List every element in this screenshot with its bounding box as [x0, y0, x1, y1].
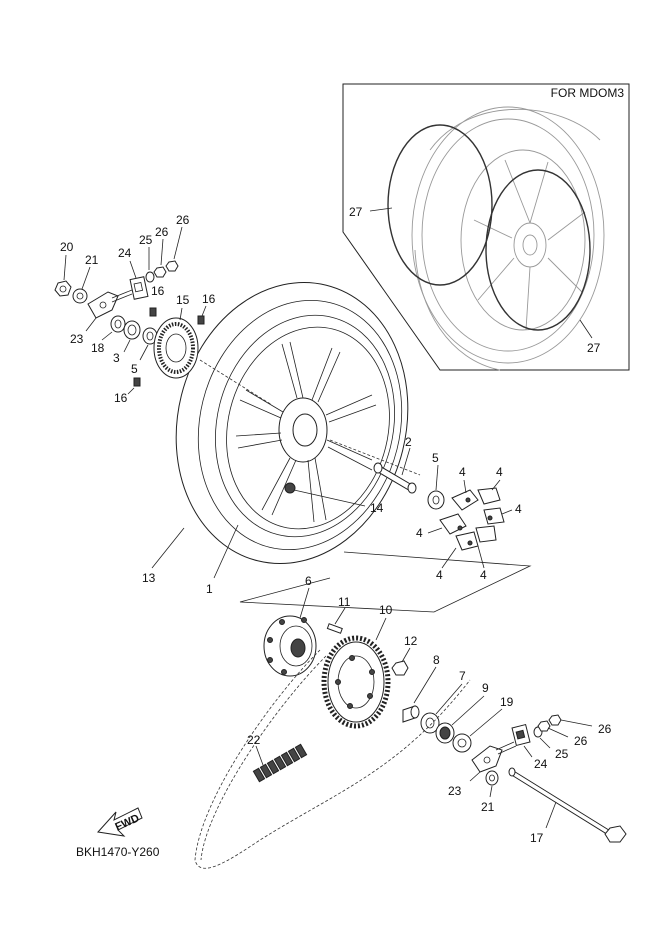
callout-2: 2 — [405, 435, 412, 449]
clutch-hub-6 — [263, 615, 317, 677]
callout-23-right: 23 — [448, 784, 462, 798]
callout-25-left: 25 — [139, 233, 153, 247]
spacer-2 — [373, 462, 417, 494]
mdom3-inset: FOR MDOM3 27 27 — [342, 83, 630, 371]
chain-puller-23-right — [471, 741, 517, 773]
callout-10: 10 — [379, 603, 393, 617]
bolt-16-upper — [149, 307, 157, 317]
callout-27-right: 27 — [587, 341, 601, 355]
callout-1: 1 — [206, 582, 213, 596]
stud-bolt-11 — [326, 623, 343, 634]
callout-21-left: 21 — [85, 253, 99, 267]
bolt-16-right — [197, 315, 205, 325]
callout-22: 22 — [247, 733, 261, 747]
oil-seal-3 — [123, 320, 141, 340]
plate-24-right — [511, 723, 531, 747]
callout-26-left-a: 26 — [155, 225, 169, 239]
callout-21-right: 21 — [481, 800, 495, 814]
callout-17: 17 — [530, 831, 544, 845]
callout-26-left-b: 26 — [176, 213, 190, 227]
fwd-arrow-icon: FWD — [97, 807, 143, 837]
callout-4-c: 4 — [515, 502, 522, 516]
callout-9: 9 — [482, 681, 489, 695]
callout-16-lower: 16 — [114, 391, 128, 405]
callout-4-d: 4 — [416, 526, 423, 540]
callout-15: 15 — [176, 293, 190, 307]
collar-18 — [110, 315, 126, 333]
callout-23-left: 23 — [70, 332, 84, 346]
callout-4-f: 4 — [480, 568, 487, 582]
bolt-16-lower — [133, 377, 141, 387]
drive-chain-22 — [194, 649, 471, 869]
callout-7: 7 — [459, 669, 466, 683]
callout-16-upper: 16 — [151, 284, 165, 298]
nut-26-right-b — [548, 714, 562, 726]
callout-5-right: 5 — [432, 451, 439, 465]
callout-12: 12 — [404, 634, 418, 648]
callout-4-a: 4 — [459, 465, 466, 479]
drawing-code: BKH1470-Y260 — [76, 845, 160, 859]
callout-20: 20 — [60, 240, 74, 254]
collar-8 — [402, 705, 420, 723]
brake-disc-15 — [153, 317, 199, 379]
callout-18: 18 — [91, 341, 105, 355]
callout-19: 19 — [500, 695, 514, 709]
nut-26-left-a — [153, 266, 167, 278]
nut-20 — [54, 280, 72, 297]
callout-24-left: 24 — [118, 246, 132, 260]
oil-seal-9 — [435, 722, 455, 744]
bearing-7 — [420, 712, 440, 734]
callout-11: 11 — [338, 595, 351, 609]
callout-16-right: 16 — [202, 292, 216, 306]
chain-puller-23-left — [87, 289, 133, 319]
callout-25-right: 25 — [555, 747, 569, 761]
nut-26-right-a — [537, 720, 551, 732]
callout-6: 6 — [305, 574, 312, 588]
dampers-4 — [439, 487, 505, 551]
callout-4-e: 4 — [436, 568, 443, 582]
inset-wheel — [411, 106, 605, 371]
nut-26-left-b — [165, 260, 179, 272]
inset-rim-band-right — [485, 169, 591, 331]
callout-3: 3 — [113, 351, 120, 365]
washer-21-right — [485, 770, 499, 786]
callout-27-left: 27 — [349, 205, 363, 219]
inset-rim-band-left — [387, 124, 493, 286]
callout-5-left: 5 — [131, 362, 138, 376]
fwd-label: FWD — [113, 812, 141, 833]
callout-4-b: 4 — [496, 465, 503, 479]
collar-19 — [452, 733, 472, 753]
inset-title: FOR MDOM3 — [551, 86, 625, 100]
washer-25-left — [145, 271, 155, 283]
washer-21-left — [72, 288, 88, 304]
callout-26-right-b: 26 — [598, 722, 612, 736]
bearing-5-right — [427, 490, 445, 510]
valve-stem — [284, 482, 296, 494]
plate-24-left — [129, 276, 149, 300]
callout-14: 14 — [370, 501, 384, 515]
callout-24-right: 24 — [534, 757, 548, 771]
sprocket-10 — [321, 635, 391, 729]
callout-26-right-a: 26 — [574, 734, 588, 748]
callout-13: 13 — [142, 571, 156, 585]
callout-8: 8 — [433, 653, 440, 667]
rear-wheel — [175, 281, 409, 565]
nut-12 — [391, 660, 409, 676]
axle-17 — [508, 767, 627, 843]
